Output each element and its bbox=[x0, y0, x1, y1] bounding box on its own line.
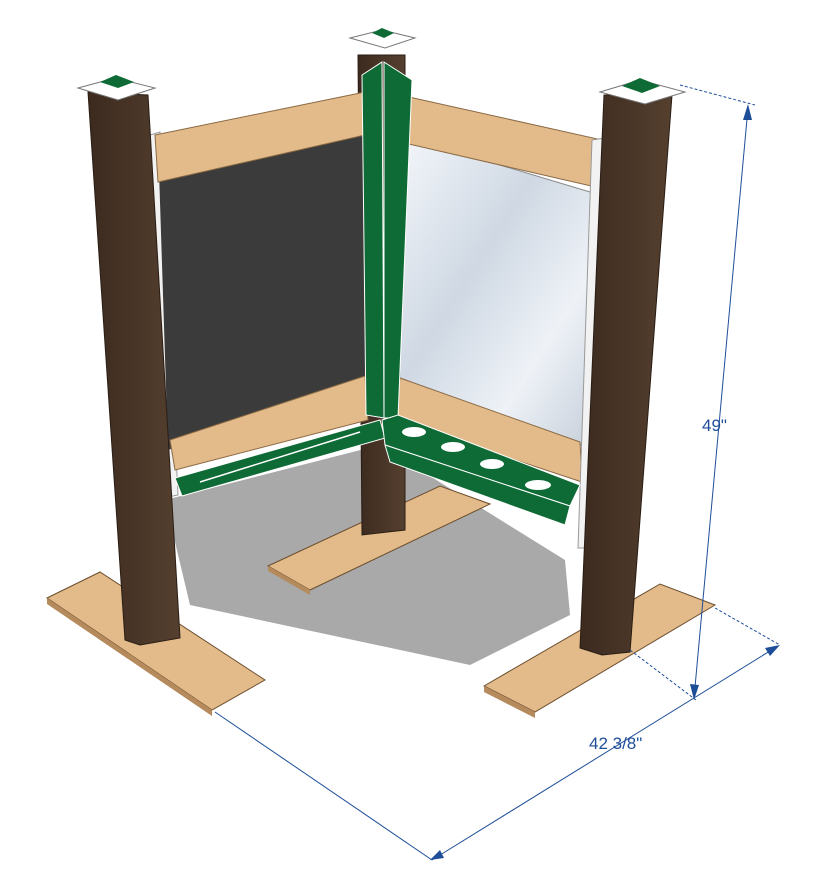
left-post bbox=[87, 91, 181, 646]
left-post-cap-green bbox=[100, 75, 134, 88]
dimension-arrows bbox=[430, 104, 780, 860]
left-bottom-rail bbox=[169, 375, 369, 471]
cup-hole bbox=[525, 480, 551, 490]
center-green-trim-left bbox=[361, 61, 385, 419]
center-post-cap bbox=[348, 29, 417, 49]
center-post-cap-green bbox=[372, 28, 394, 38]
height-dimension-line bbox=[214, 84, 781, 861]
width-dimension-label: 42 3/8" bbox=[589, 734, 643, 753]
cup-hole bbox=[441, 442, 465, 452]
height-dimension-label: 49" bbox=[702, 416, 727, 435]
chalkboard bbox=[158, 100, 365, 450]
right-post-cap-green bbox=[622, 78, 660, 93]
cup-hole bbox=[480, 459, 504, 469]
cup-hole bbox=[402, 427, 426, 437]
